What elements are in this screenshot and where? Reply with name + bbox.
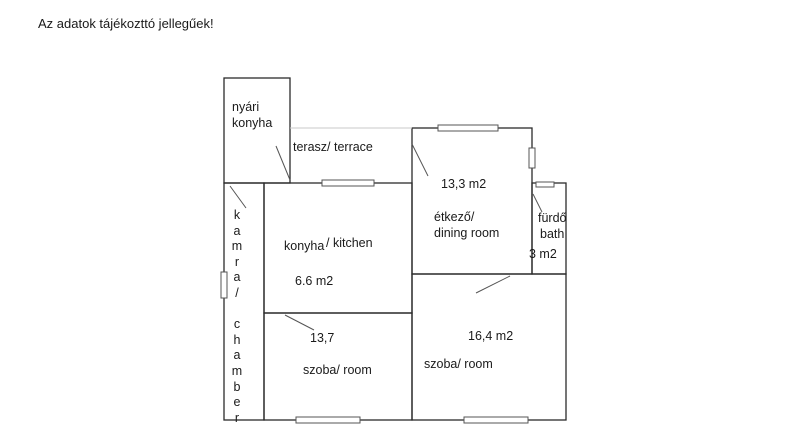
- chamber-vertical-label: k a m r a / c h a m b e r: [230, 208, 244, 426]
- window-dining-top: [437, 124, 499, 132]
- door-line-summer-kitchen: [275, 145, 291, 181]
- window-kitchen: [321, 179, 375, 187]
- chamber-letter: r: [234, 254, 240, 269]
- kitchen-area-label: 6.6 m2: [295, 274, 334, 288]
- window-room-right: [463, 416, 529, 424]
- chamber-letter: a: [233, 348, 241, 363]
- door-line-chamber: [229, 185, 247, 209]
- room-right-label: szoba/ room: [424, 357, 493, 371]
- bath-label-1: fürdő: [538, 211, 567, 225]
- door-line-room-left: [284, 314, 315, 331]
- window-dining-right: [528, 147, 536, 169]
- chamber-letter: e: [233, 395, 241, 410]
- bath-label-2: bath: [540, 227, 565, 241]
- terrace-label: terasz/ terrace: [293, 140, 373, 154]
- kitchen-label-b: / kitchen: [326, 236, 373, 250]
- chamber-letter: b: [233, 379, 241, 394]
- disclaimer-note: Az adatok tájékozttó jellegűek!: [38, 16, 214, 31]
- room-right: [411, 273, 567, 421]
- chamber-letter: a: [233, 270, 241, 285]
- door-line-bath: [532, 193, 543, 213]
- room-left-label: szoba/ room: [303, 363, 372, 377]
- dining-label-2: dining room: [434, 226, 500, 240]
- window-room-left: [295, 416, 361, 424]
- chamber-letter: h: [233, 332, 241, 347]
- chamber-letter: m: [231, 363, 243, 378]
- window-chamber: [220, 271, 228, 299]
- summer-kitchen-label-2: konyha: [232, 116, 273, 130]
- chamber-letter: /: [235, 285, 239, 300]
- dining-area-label: 13,3 m2: [441, 177, 487, 191]
- chamber-letter: [230, 302, 244, 318]
- kitchen-label-a: konyha: [284, 239, 325, 253]
- chamber-letter: r: [234, 410, 240, 425]
- window-bath: [535, 181, 555, 188]
- door-line-room-right: [475, 275, 511, 294]
- dining-room: [411, 127, 533, 275]
- chamber-letter: k: [233, 208, 241, 222]
- summer-kitchen-label-1: nyári: [232, 100, 260, 114]
- room-right-area-label: 16,4 m2: [468, 329, 514, 343]
- dining-label-1: étkező/: [434, 210, 475, 224]
- door-line-dining: [411, 143, 429, 177]
- chamber-letter: a: [233, 223, 241, 238]
- chamber-letter: m: [231, 239, 243, 254]
- room-left-area-label: 13,7: [310, 331, 335, 345]
- bath-area-label: 3 m2: [529, 247, 557, 261]
- chamber-letter: c: [233, 317, 241, 332]
